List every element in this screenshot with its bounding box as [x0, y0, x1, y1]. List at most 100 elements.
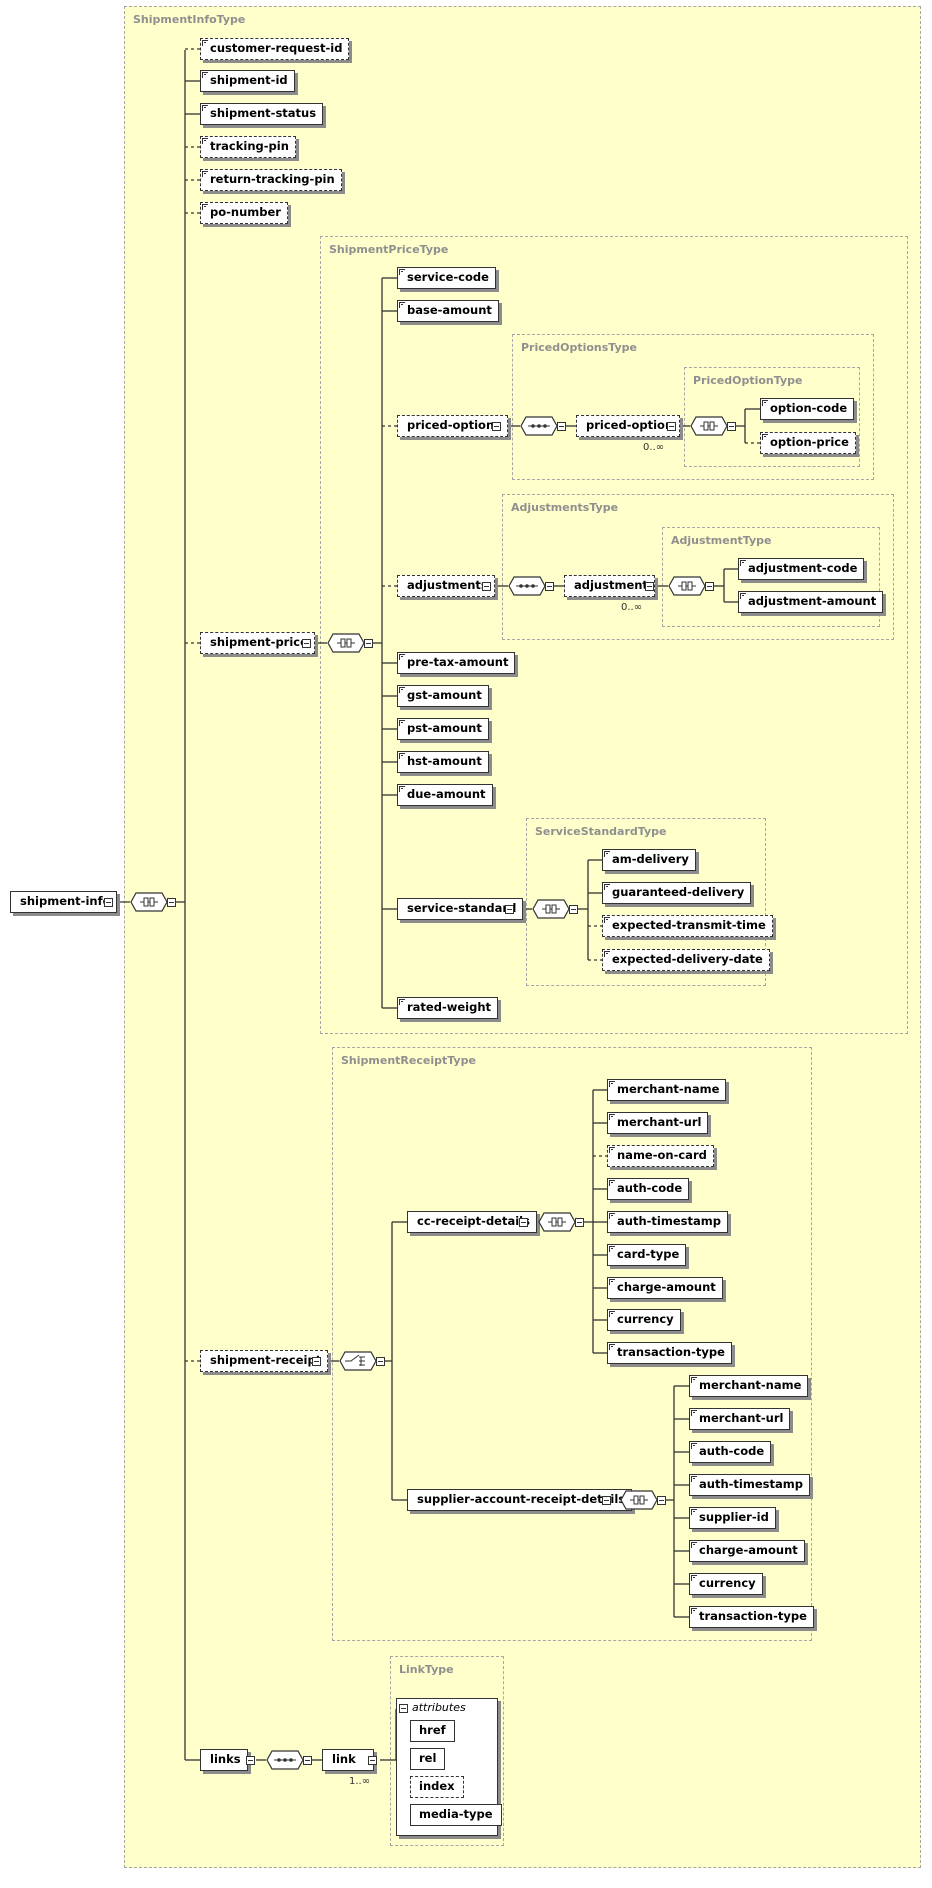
- collapse-toggle-icon[interactable]: [569, 905, 578, 914]
- attribute-index[interactable]: index: [410, 1776, 464, 1798]
- node-label: supplier-id: [699, 1510, 769, 1524]
- collapse-toggle-icon[interactable]: [167, 898, 176, 907]
- sequence-compositor-icon: [690, 416, 728, 436]
- sequence-compositor-icon: [266, 1750, 304, 1770]
- node-links[interactable]: links: [200, 1749, 248, 1771]
- node-hst-amount[interactable]: hst-amount: [397, 751, 489, 773]
- region-label: AdjustmentType: [671, 534, 772, 547]
- node-gst-amount[interactable]: gst-amount: [397, 685, 489, 707]
- node-currency[interactable]: currency: [689, 1573, 763, 1595]
- node-auth-timestamp[interactable]: auth-timestamp: [607, 1211, 728, 1233]
- node-service-standard[interactable]: service-standard: [397, 898, 524, 920]
- collapse-toggle-icon[interactable]: [575, 1218, 584, 1227]
- node-merchant-url[interactable]: merchant-url: [607, 1112, 709, 1134]
- collapse-toggle-icon[interactable]: [399, 1703, 408, 1713]
- collapse-toggle-icon[interactable]: [302, 639, 311, 648]
- node-cc-receipt-details[interactable]: cc-receipt-details: [407, 1211, 537, 1233]
- node-charge-amount[interactable]: charge-amount: [607, 1277, 723, 1299]
- node-expected-transmit-time[interactable]: expected-transmit-time: [602, 915, 773, 937]
- attribute-rel[interactable]: rel: [410, 1748, 446, 1770]
- node-card-type[interactable]: card-type: [607, 1244, 687, 1266]
- node-pst-amount[interactable]: pst-amount: [397, 718, 489, 740]
- collapse-toggle-icon[interactable]: [482, 582, 491, 591]
- node-supplier-id[interactable]: supplier-id: [689, 1507, 776, 1529]
- collapse-toggle-icon[interactable]: [303, 1756, 312, 1765]
- node-charge-amount[interactable]: charge-amount: [689, 1540, 805, 1562]
- attribute-href[interactable]: href: [410, 1720, 455, 1742]
- node-base-amount[interactable]: base-amount: [397, 300, 499, 322]
- node-due-amount[interactable]: due-amount: [397, 784, 493, 806]
- node-customer-request-id[interactable]: customer-request-id: [200, 38, 350, 60]
- node-label: auth-code: [617, 1181, 683, 1195]
- node-priced-option[interactable]: priced-option: [576, 415, 681, 437]
- collapse-toggle-icon[interactable]: [505, 905, 514, 914]
- node-tracking-pin[interactable]: tracking-pin: [200, 136, 296, 158]
- sequence-compositor-icon: [668, 576, 706, 596]
- node-transaction-type[interactable]: transaction-type: [607, 1342, 732, 1364]
- node-po-number[interactable]: po-number: [200, 202, 288, 224]
- node-option-code[interactable]: option-code: [760, 398, 855, 420]
- node-rated-weight[interactable]: rated-weight: [397, 997, 499, 1019]
- attributes-header-label: attributes: [412, 1701, 466, 1714]
- node-auth-timestamp[interactable]: auth-timestamp: [689, 1474, 810, 1496]
- node-merchant-name[interactable]: merchant-name: [689, 1375, 809, 1397]
- collapse-toggle-icon[interactable]: [246, 1756, 255, 1765]
- collapse-toggle-icon[interactable]: [364, 639, 373, 648]
- sequence-compositor-icon: [532, 899, 570, 919]
- collapse-toggle-icon[interactable]: [545, 582, 554, 591]
- collapse-toggle-icon[interactable]: [557, 422, 566, 431]
- node-merchant-name[interactable]: merchant-name: [607, 1079, 727, 1101]
- collapse-toggle-icon[interactable]: [667, 422, 676, 431]
- node-adjustment[interactable]: adjustment: [564, 575, 655, 597]
- node-option-price[interactable]: option-price: [760, 432, 856, 454]
- cardinality-label: 0..∞: [643, 442, 665, 453]
- node-currency[interactable]: currency: [607, 1309, 681, 1331]
- node-label: cc-receipt-details: [417, 1214, 530, 1228]
- collapse-toggle-icon[interactable]: [519, 1218, 528, 1227]
- node-label: pst-amount: [407, 721, 482, 735]
- collapse-toggle-icon[interactable]: [492, 422, 501, 431]
- node-am-delivery[interactable]: am-delivery: [602, 849, 696, 871]
- sequence-compositor-icon: [620, 1490, 658, 1510]
- node-supplier-account-receipt-details[interactable]: supplier-account-receipt-details: [407, 1489, 633, 1511]
- node-adjustment-code[interactable]: adjustment-code: [738, 558, 865, 580]
- node-priced-options[interactable]: priced-options: [397, 415, 508, 437]
- node-return-tracking-pin[interactable]: return-tracking-pin: [200, 169, 342, 191]
- node-label: charge-amount: [617, 1280, 716, 1294]
- node-adjustment-amount[interactable]: adjustment-amount: [738, 591, 884, 613]
- node-label: shipment-price: [210, 635, 308, 649]
- collapse-toggle-icon[interactable]: [104, 898, 113, 907]
- region-link-type: LinkType: [390, 1656, 504, 1846]
- node-merchant-url[interactable]: merchant-url: [689, 1408, 791, 1430]
- collapse-toggle-icon[interactable]: [602, 1496, 611, 1505]
- attribute-media-type[interactable]: media-type: [410, 1804, 502, 1826]
- node-label: auth-timestamp: [699, 1477, 803, 1491]
- node-pre-tax-amount[interactable]: pre-tax-amount: [397, 652, 516, 674]
- node-shipment-receipt[interactable]: shipment-receipt: [200, 1350, 329, 1372]
- node-link[interactable]: link: [322, 1749, 374, 1771]
- node-shipment-id[interactable]: shipment-id: [200, 70, 295, 92]
- collapse-toggle-icon[interactable]: [645, 582, 654, 591]
- collapse-toggle-icon[interactable]: [376, 1357, 385, 1366]
- collapse-toggle-icon[interactable]: [368, 1756, 377, 1765]
- node-auth-code[interactable]: auth-code: [689, 1441, 772, 1463]
- node-shipment-price[interactable]: shipment-price: [200, 632, 315, 654]
- node-service-code[interactable]: service-code: [397, 267, 496, 289]
- node-shipment-status[interactable]: shipment-status: [200, 103, 324, 125]
- node-label: option-code: [770, 401, 848, 415]
- region-priced-option-type: PricedOptionType: [684, 367, 860, 467]
- collapse-toggle-icon[interactable]: [657, 1496, 666, 1505]
- node-auth-code[interactable]: auth-code: [607, 1178, 690, 1200]
- attribute-label: index: [419, 1779, 455, 1793]
- node-expected-delivery-date[interactable]: expected-delivery-date: [602, 949, 770, 971]
- collapse-toggle-icon[interactable]: [705, 582, 714, 591]
- node-adjustments[interactable]: adjustments: [397, 575, 495, 597]
- node-transaction-type[interactable]: transaction-type: [689, 1606, 814, 1628]
- node-shipment-info[interactable]: shipment-info: [10, 891, 118, 913]
- node-label: name-on-card: [617, 1148, 707, 1162]
- collapse-toggle-icon[interactable]: [312, 1357, 321, 1366]
- collapse-toggle-icon[interactable]: [727, 422, 736, 431]
- node-guaranteed-delivery[interactable]: guaranteed-delivery: [602, 882, 752, 904]
- node-name-on-card[interactable]: name-on-card: [607, 1145, 714, 1167]
- region-label: ShipmentReceiptType: [341, 1054, 476, 1067]
